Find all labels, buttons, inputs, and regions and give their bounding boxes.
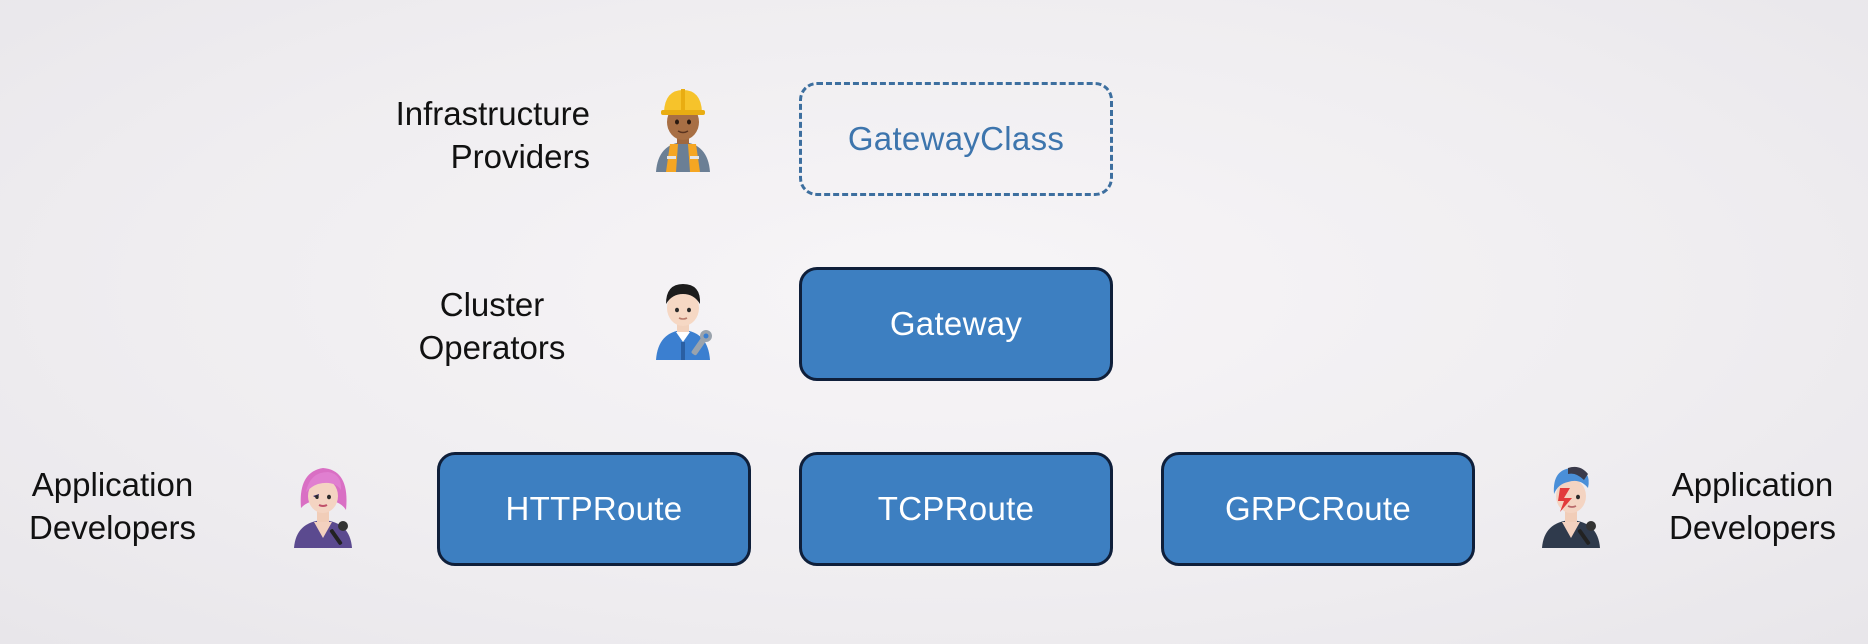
label-line: Infrastructure xyxy=(395,95,590,132)
gatewayclass-box[interactable]: GatewayClass xyxy=(799,82,1113,196)
construction-worker-icon xyxy=(648,82,718,172)
grpcroute-box[interactable]: GRPCRoute xyxy=(1161,452,1475,566)
gateway-label: Gateway xyxy=(889,305,1023,342)
infrastructure-providers-label: Infrastructure Providers xyxy=(330,92,590,178)
label-line: Developers xyxy=(29,509,196,546)
label-line: Cluster xyxy=(439,286,545,323)
mechanic-icon xyxy=(648,270,718,360)
tcproute-label: TCPRoute xyxy=(877,490,1035,527)
grpcroute-label: GRPCRoute xyxy=(1224,490,1412,527)
label-line: Application xyxy=(1671,466,1834,503)
label-line: Operators xyxy=(418,329,566,366)
application-developers-right-label: Application Developers xyxy=(1650,463,1855,549)
singer-right-icon xyxy=(1536,458,1606,548)
gatewayclass-label: GatewayClass xyxy=(847,120,1065,157)
application-developers-left-label: Application Developers xyxy=(10,463,215,549)
gateway-box[interactable]: Gateway xyxy=(799,267,1113,381)
singer-left-icon xyxy=(288,458,358,548)
httproute-box[interactable]: HTTPRoute xyxy=(437,452,751,566)
cluster-operators-label: Cluster Operators xyxy=(392,283,592,369)
label-line: Application xyxy=(31,466,194,503)
tcproute-box[interactable]: TCPRoute xyxy=(799,452,1113,566)
label-line: Providers xyxy=(450,138,590,175)
httproute-label: HTTPRoute xyxy=(505,490,683,527)
label-line: Developers xyxy=(1669,509,1836,546)
